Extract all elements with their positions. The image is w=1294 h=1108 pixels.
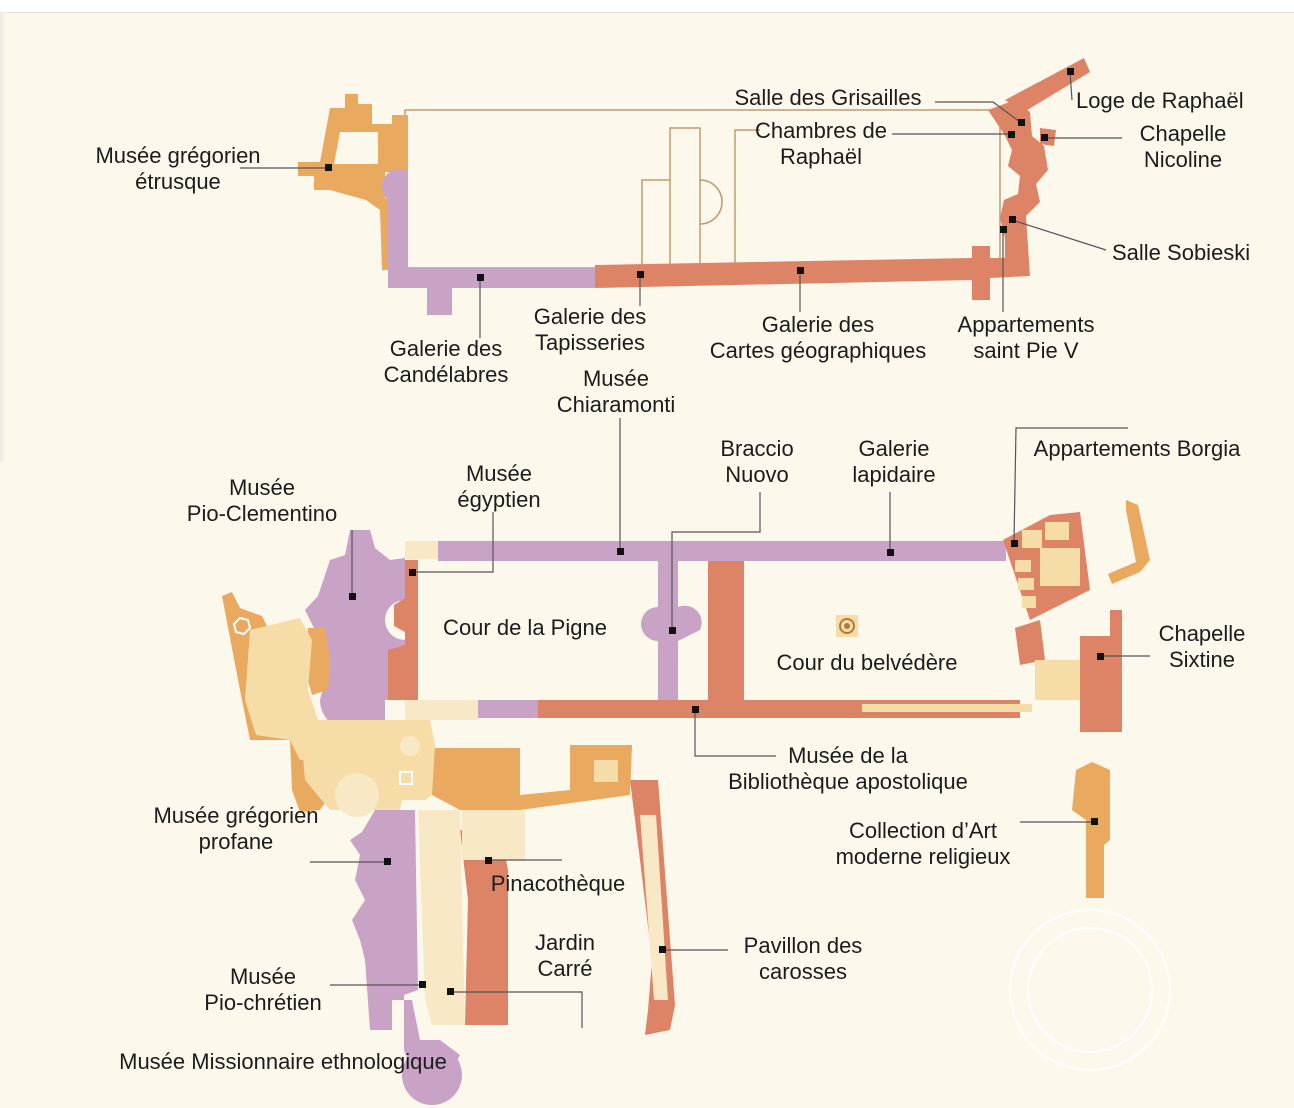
label-line: Musée: [229, 964, 297, 989]
lower-purple-galleries: [305, 530, 1006, 1105]
label-line: Nuovo: [725, 462, 789, 487]
label-jardin-carre: Jardin Carré: [535, 930, 595, 982]
sixtine-antechamber: [594, 760, 618, 782]
square-vestibule: [399, 771, 413, 785]
label-chambres-raphael: Chambres de Raphaël: [755, 118, 887, 170]
label-line: Musée de la: [788, 743, 908, 768]
label-line: Pavillon des: [743, 933, 863, 958]
label-line: étrusque: [135, 169, 221, 194]
label-line: Galerie des: [389, 336, 503, 361]
label-line: Braccio: [720, 436, 794, 461]
label-pio-chretien: Musée Pio-chrétien: [204, 964, 321, 1016]
label-line: Chapelle: [1139, 121, 1227, 146]
label-gregorien-profane: Musée grégorien profane: [153, 803, 318, 855]
label-line: Pio-chrétien: [204, 990, 322, 1015]
label-bibliotheque: Musée de la Bibliothèque apostolique: [728, 743, 968, 795]
label-line: lapidaire: [852, 462, 936, 487]
label-line: Cour du belvédère: [776, 650, 958, 675]
label-musee-egyptien: Musée égyptien: [457, 461, 540, 513]
label-appartements-pie-v: Appartements saint Pie V: [958, 312, 1095, 364]
label-line: saint Pie V: [973, 338, 1079, 363]
label-line: Musée Missionnaire ethnologique: [119, 1049, 447, 1074]
leader-lines: [240, 71, 1150, 1028]
label-line: Carré: [537, 956, 593, 981]
label-pio-clementino: Musée Pio-Clementino: [187, 475, 337, 527]
label-line: Nicoline: [1143, 147, 1223, 172]
label-line: Appartements: [957, 312, 1095, 337]
label-line: profane: [198, 829, 274, 854]
label-line: Musée: [465, 461, 533, 486]
label-line: Musée grégorien: [153, 803, 319, 828]
label-line: Musée: [228, 475, 296, 500]
faint-circle: [1009, 909, 1171, 1071]
label-pinacotheque: Pinacothèque: [491, 871, 626, 897]
label-line: Jardin: [535, 930, 595, 955]
label-line: Salle des Grisailles: [734, 85, 922, 110]
label-braccio-nuovo: Braccio Nuovo: [720, 436, 793, 488]
label-line: Chapelle: [1158, 621, 1246, 646]
label-line: Sixtine: [1168, 647, 1236, 672]
label-galerie-cartes: Galerie des Cartes géographiques: [710, 312, 926, 364]
label-salle-grisailles: Salle des Grisailles: [734, 85, 921, 111]
markers: [325, 68, 1104, 995]
label-line: Musée: [582, 366, 650, 391]
label-line: Galerie: [858, 436, 930, 461]
label-line: Musée grégorien: [95, 143, 261, 168]
top-border: [0, 0, 1294, 13]
label-missionnaire: Musée Missionnaire ethnologique: [119, 1049, 447, 1075]
label-appartements-borgia: Appartements Borgia: [1034, 436, 1241, 462]
label-gregorien-etrusque: Musée grégorien étrusque: [95, 143, 260, 195]
label-collection-art: Collection d’Art moderne religieux: [836, 818, 1011, 870]
gregorien-etrusque-wing: [298, 94, 408, 270]
label-cour-pigne: Cour de la Pigne: [443, 615, 607, 641]
label-line: Bibliothèque apostolique: [728, 769, 968, 794]
label-line: égyptien: [457, 487, 541, 512]
label-line: Candélabres: [383, 362, 509, 387]
label-chapelle-nicoline: Chapelle Nicoline: [1140, 121, 1227, 173]
hexagon-vestibule: [232, 616, 252, 636]
candelabres-gallery: [381, 170, 595, 315]
belvedere-medallion: [836, 615, 858, 637]
label-line: Pio-Clementino: [186, 501, 338, 526]
label-cour-belvedere: Cour du belvédère: [776, 650, 957, 676]
label-line: Pinacothèque: [490, 871, 626, 896]
label-pavillon-carosses: Pavillon des carosses: [744, 933, 863, 985]
small-rotunda: [400, 736, 420, 756]
label-salle-sobieski: Salle Sobieski: [1112, 240, 1250, 266]
pigne-entrance: [405, 541, 438, 559]
label-line: Chambres de: [754, 118, 888, 143]
borgia-rooms: [862, 522, 1080, 712]
left-edge-shadow: [0, 12, 6, 462]
label-galerie-lapidaire: Galerie lapidaire: [852, 436, 935, 488]
etrusque-courtyard-cutout: [334, 132, 378, 164]
label-line: Cartes géographiques: [709, 338, 927, 363]
label-galerie-tapisseries: Galerie des Tapisseries: [534, 304, 647, 356]
label-musee-chiaramonti: Musée Chiaramonti: [557, 366, 676, 418]
label-line: Galerie des: [761, 312, 875, 337]
label-line: Chiaramonti: [556, 392, 676, 417]
label-chapelle-sixtine: Chapelle Sixtine: [1159, 621, 1246, 673]
label-line: Loge de Raphaël: [1076, 88, 1244, 113]
label-line: moderne religieux: [835, 844, 1011, 869]
label-line: Raphaël: [780, 144, 862, 169]
pale-garden-strips: [418, 810, 668, 1025]
label-loge-raphael: Loge de Raphaël: [1076, 88, 1244, 114]
rotunda-circle: [335, 773, 379, 817]
label-galerie-candelabres: Galerie des Candélabres: [384, 336, 509, 388]
label-line: carosses: [758, 959, 848, 984]
label-line: Galerie des: [533, 304, 647, 329]
borgia-side-wing: [1072, 500, 1150, 898]
label-line: Collection d’Art: [849, 818, 997, 843]
label-line: Tapisseries: [534, 330, 646, 355]
label-line: Cour de la Pigne: [443, 615, 607, 640]
label-line: Appartements Borgia: [1033, 436, 1241, 461]
label-line: Salle Sobieski: [1112, 240, 1251, 265]
